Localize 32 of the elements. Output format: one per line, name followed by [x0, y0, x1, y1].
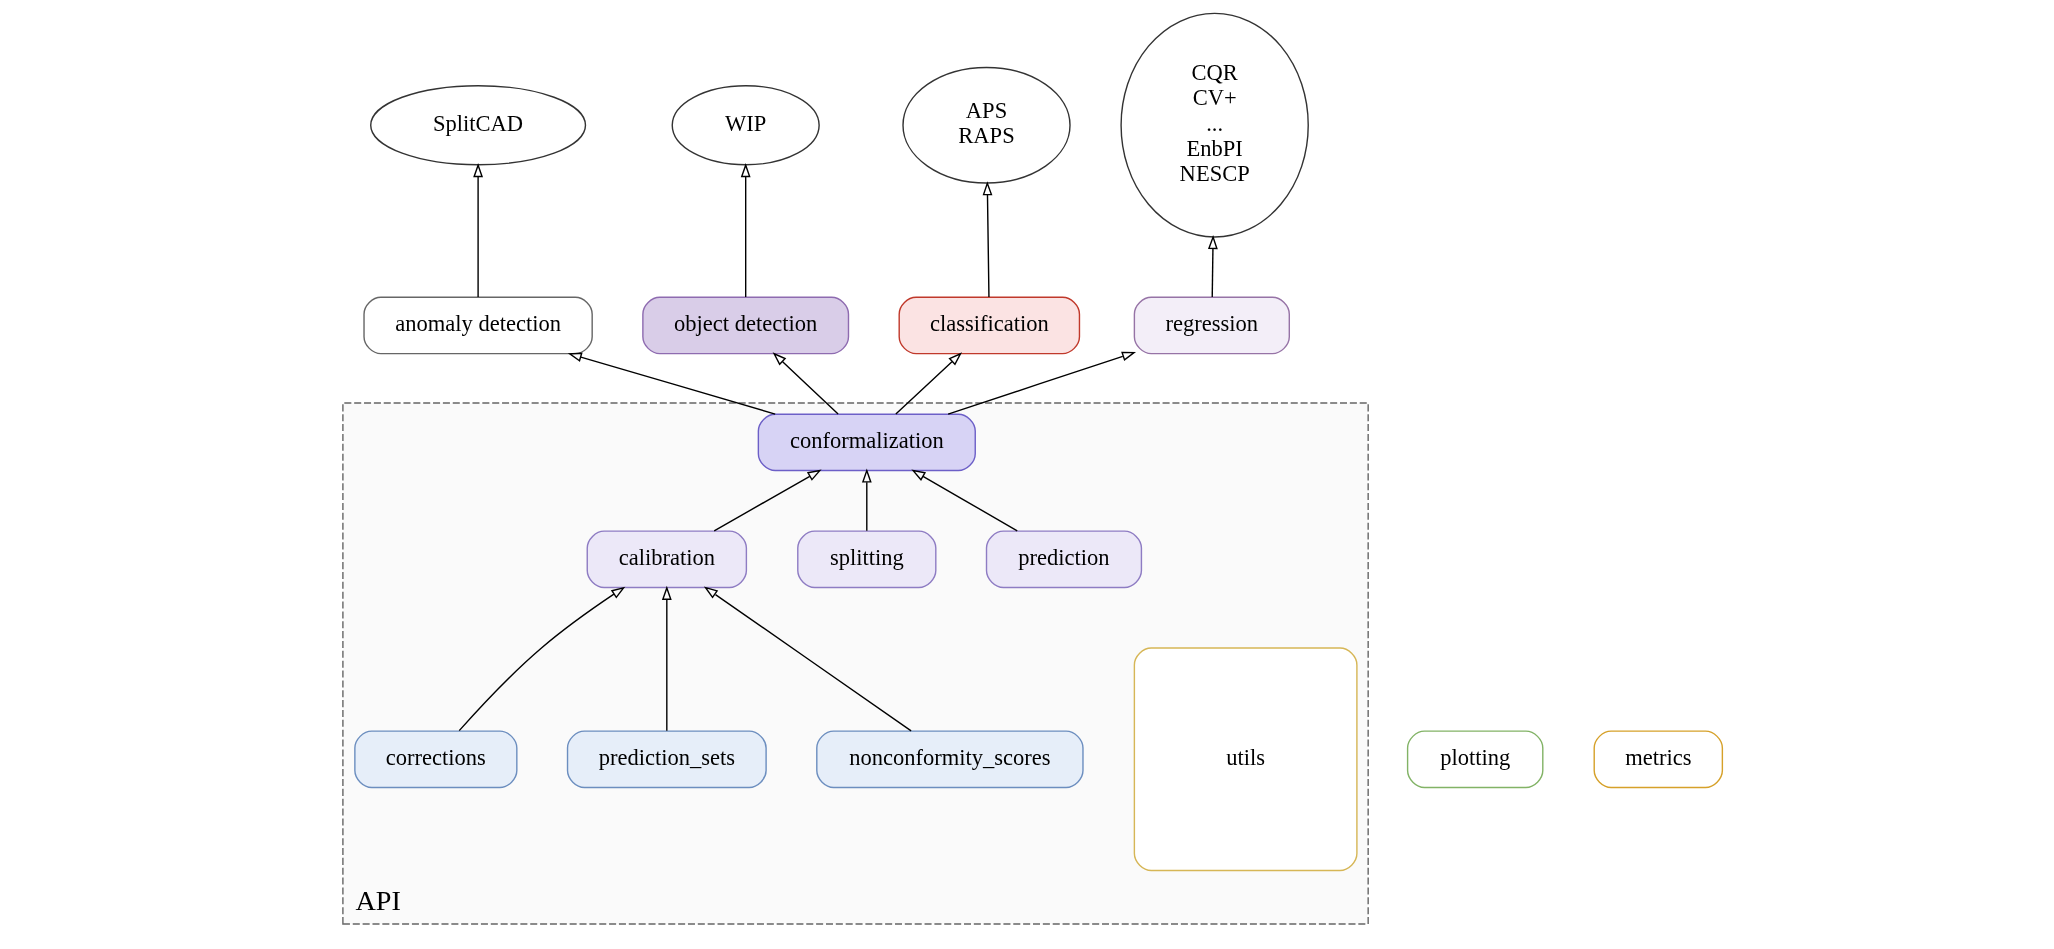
- arrow: [473, 163, 484, 298]
- node-box: regression: [1133, 296, 1290, 355]
- node-box: corrections: [354, 730, 518, 789]
- arrow: [567, 352, 776, 415]
- node-box: conformalization: [757, 413, 976, 472]
- arrow: [895, 352, 963, 415]
- arrow: [861, 468, 872, 532]
- arrow: [703, 586, 912, 732]
- arrow: [982, 181, 993, 298]
- node-box: plotting: [1406, 730, 1544, 789]
- arrow: [713, 469, 822, 532]
- arrow: [661, 585, 672, 732]
- node-ellipse: WIP: [671, 85, 820, 166]
- node-ellipse: CQR CV+ ... EnbPI NESCP: [1120, 12, 1309, 238]
- arrow: [1208, 234, 1218, 298]
- node-box: object detection: [642, 296, 850, 355]
- node-box: prediction: [985, 530, 1143, 589]
- node-box: metrics: [1593, 730, 1724, 789]
- node-box: splitting: [797, 530, 937, 589]
- arrow: [947, 351, 1137, 415]
- node-box: calibration: [586, 530, 748, 589]
- node-box: prediction_sets: [566, 730, 767, 789]
- arrow: [772, 352, 839, 415]
- node-ellipse: APS RAPS: [902, 66, 1071, 184]
- node-box: classification: [898, 296, 1081, 355]
- node-ellipse: SplitCAD: [370, 85, 587, 166]
- node-box: anomaly detection: [363, 296, 593, 355]
- node-box: utils: [1133, 647, 1358, 872]
- arrow: [458, 586, 626, 732]
- node-box: nonconformity_scores: [816, 730, 1084, 789]
- arrow: [740, 163, 751, 298]
- arrow: [911, 469, 1018, 532]
